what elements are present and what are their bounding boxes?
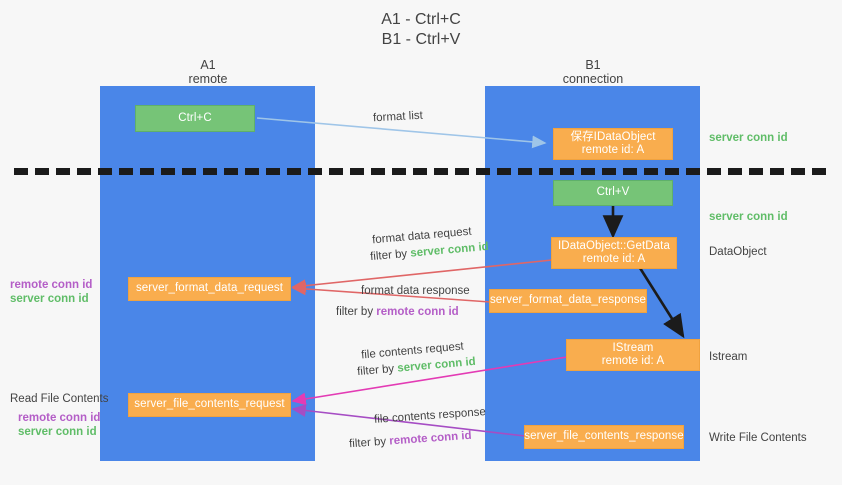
- lane-b1-subtitle: connection: [562, 72, 624, 86]
- filter-value-remote-conn-id: remote conn id: [388, 429, 472, 448]
- box-save-idataobject-sublabel: remote id: A: [581, 144, 645, 156]
- filter-prefix: filter by: [348, 435, 390, 451]
- box-server-format-data-response[interactable]: server_format_data_response: [489, 289, 647, 313]
- box-idataobject-getdata-sublabel: remote id: A: [582, 253, 646, 265]
- lane-header-b1: B1 connection: [493, 58, 693, 86]
- right-label-server-conn-id-top: server conn id: [709, 132, 788, 144]
- left-label-conn-ids-2: remote conn id server conn id: [18, 411, 100, 439]
- box-server-format-data-response-label: server_format_data_response: [489, 294, 647, 307]
- filter-value-server-conn-id: server conn id: [409, 240, 490, 260]
- title-line-2: B1 - Ctrl+V: [381, 31, 461, 48]
- box-server-file-contents-response-label: server_file_contents_response: [524, 430, 684, 443]
- box-istream[interactable]: IStream remote id: A: [566, 339, 700, 371]
- lane-a1-name: A1: [200, 58, 216, 72]
- box-save-idataobject[interactable]: 保存IDataObject remote id: A: [553, 128, 673, 160]
- box-server-format-data-request[interactable]: server_format_data_request: [128, 277, 291, 301]
- right-label-dataobject: DataObject: [709, 246, 767, 258]
- right-label-server-conn-id-mid: server conn id: [709, 211, 788, 223]
- box-istream-sublabel: remote id: A: [601, 355, 665, 367]
- phase-divider: [14, 168, 826, 175]
- left-label-conn-ids-1: remote conn id server conn id: [10, 278, 92, 306]
- left-label-server-conn-id-1: server conn id: [10, 293, 89, 305]
- filter-prefix: filter by: [369, 247, 411, 264]
- box-server-format-data-request-label: server_format_data_request: [135, 282, 284, 295]
- box-idataobject-getdata[interactable]: IDataObject::GetData remote id: A: [551, 237, 677, 269]
- left-label-remote-conn-id-2: remote conn id: [18, 412, 101, 424]
- left-label-server-conn-id-2: server conn id: [18, 426, 97, 438]
- filter-prefix: filter by: [336, 306, 377, 318]
- filter-value-server-conn-id: server conn id: [396, 355, 477, 375]
- left-label-read-file-contents: Read File Contents: [10, 393, 109, 405]
- title-line-1: A1 - Ctrl+C: [381, 11, 461, 28]
- edge-label-file-contents-response-filter: filter by remote conn id: [349, 429, 472, 452]
- box-server-file-contents-response[interactable]: server_file_contents_response: [524, 425, 684, 449]
- box-istream-label: IStream: [612, 341, 654, 354]
- lane-b1-name: B1: [585, 58, 601, 72]
- lane-a1-subtitle: remote: [188, 72, 228, 86]
- lane-header-a1: A1 remote: [108, 58, 308, 86]
- edge-label-format-data-response: format data response: [361, 285, 470, 297]
- box-server-file-contents-request[interactable]: server_file_contents_request: [128, 393, 291, 417]
- right-label-istream: Istream: [709, 351, 748, 363]
- box-ctrl-v[interactable]: Ctrl+V: [553, 180, 673, 206]
- page-title: A1 - Ctrl+C B1 - Ctrl+V: [0, 10, 842, 50]
- left-label-remote-conn-id-1: remote conn id: [10, 279, 93, 291]
- filter-value-remote-conn-id: remote conn id: [376, 306, 459, 318]
- right-label-write-file-contents: Write File Contents: [709, 432, 807, 444]
- box-ctrl-v-label: Ctrl+V: [596, 186, 630, 199]
- box-idataobject-getdata-label: IDataObject::GetData: [558, 239, 670, 252]
- edge-label-file-contents-response: file contents response: [373, 406, 487, 426]
- edge-label-format-data-response-filter: filter by remote conn id: [336, 305, 459, 319]
- filter-prefix: filter by: [356, 362, 398, 379]
- box-ctrl-c[interactable]: Ctrl+C: [135, 105, 255, 132]
- edge-label-format-list: format list: [372, 109, 424, 125]
- box-save-idataobject-label: 保存IDataObject: [570, 130, 656, 143]
- box-ctrl-c-label: Ctrl+C: [178, 111, 212, 124]
- box-server-file-contents-request-label: server_file_contents_request: [134, 398, 285, 411]
